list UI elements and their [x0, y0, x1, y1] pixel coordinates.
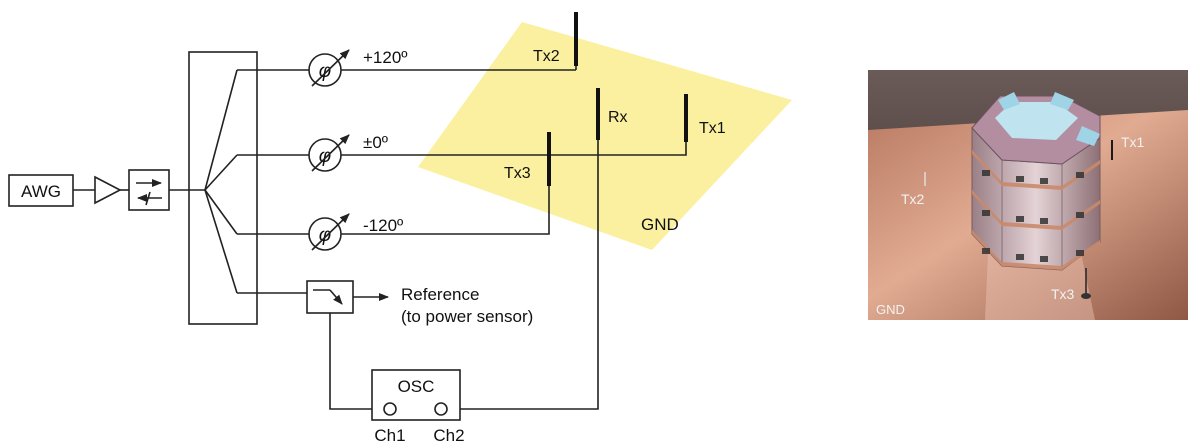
splitter-fan	[204, 69, 238, 294]
photo-tx1-label: Tx1	[1121, 134, 1145, 150]
tx1-label: Tx1	[699, 120, 726, 137]
coupler-box	[306, 280, 354, 314]
photo-tx3-label: Tx3	[1051, 286, 1075, 302]
photo-hex-cylinder	[971, 92, 1101, 271]
splitter-box	[188, 51, 258, 325]
rx-label: Rx	[608, 109, 628, 126]
circulator-arrows-icon	[136, 179, 162, 206]
ch2-connector-icon	[434, 402, 448, 416]
schematic: AWG φ +	[8, 12, 792, 444]
phi-symbol-2: φ	[319, 146, 331, 167]
phase-label-2: ±0º	[363, 133, 388, 152]
amplifier-icon	[94, 175, 122, 205]
circulator-box	[128, 169, 170, 211]
gnd-label: GND	[641, 215, 679, 234]
phase-shifter-2: φ	[308, 134, 350, 172]
reference-label: Reference	[401, 285, 479, 304]
rx-cable	[446, 140, 599, 410]
tx1-feed-wire	[341, 140, 687, 156]
ch1-connector-icon	[383, 402, 397, 416]
osc-label: OSC	[398, 377, 435, 396]
awg-box	[8, 174, 74, 207]
photo-gnd-label: GND	[876, 302, 905, 317]
phase-label-3: -120º	[363, 216, 403, 235]
phase-shifter-1: φ	[308, 49, 350, 87]
tx3-feed-wire	[341, 186, 550, 235]
setup-photo: Tx1 Tx2 Tx3 GND	[868, 70, 1188, 320]
coupler-arrow-icon	[313, 289, 343, 305]
awg-label: AWG	[21, 182, 61, 201]
phi-symbol-1: φ	[319, 61, 331, 82]
photo-tx2-label: Tx2	[901, 191, 925, 207]
reference-sublabel: (to power sensor)	[401, 307, 533, 326]
phi-symbol-3: φ	[319, 225, 331, 246]
reference-cable	[329, 313, 384, 410]
tx2-label: Tx2	[533, 48, 560, 65]
phase-shifter-3: φ	[308, 213, 350, 251]
tx3-label: Tx3	[504, 165, 531, 182]
photo-tx3-base	[1081, 293, 1091, 299]
phase-label-1: +120º	[363, 48, 408, 67]
ch1-label: Ch1	[374, 426, 405, 444]
ch2-label: Ch2	[433, 426, 464, 444]
ground-plane	[418, 22, 792, 250]
